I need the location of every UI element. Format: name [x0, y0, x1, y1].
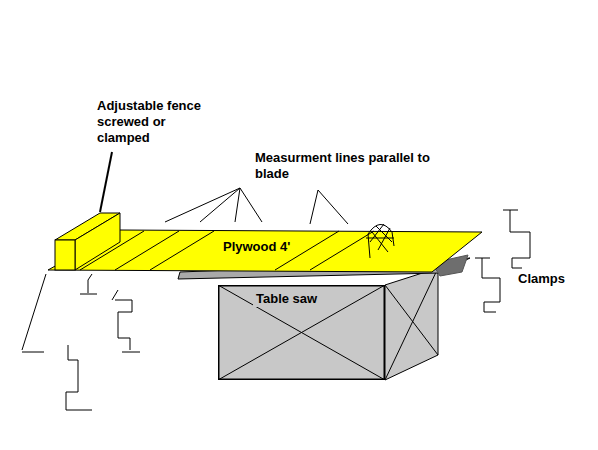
saw-side-cross [385, 268, 438, 380]
node-label: Table saw [253, 291, 320, 307]
leader-line [235, 188, 240, 222]
saw-cross [218, 285, 385, 380]
leader-line [310, 190, 318, 224]
fence [55, 213, 120, 270]
leader-line [200, 188, 240, 222]
clamp [66, 345, 92, 410]
saw-cross [218, 285, 385, 380]
leader-line [100, 152, 112, 212]
measurement-line [310, 231, 374, 270]
leader-line [22, 274, 46, 352]
saw-side [385, 268, 438, 380]
leader-line [318, 190, 348, 224]
callout-label: Measurment lines parallel to blade [255, 150, 437, 182]
node-label: Plywood 4' [220, 239, 293, 255]
clamp [475, 258, 500, 312]
clamp [112, 290, 140, 352]
clamp [503, 210, 530, 268]
leader-line [240, 188, 262, 222]
measurement-line [150, 231, 214, 270]
clamp-label: Clamps [518, 271, 565, 287]
saw-side-cross [385, 285, 438, 355]
saw-front-face [219, 286, 385, 380]
table-saw-box: Table saw [218, 285, 385, 380]
leader-line [165, 188, 240, 222]
plywood-sheet: Plywood 4' [48, 212, 482, 274]
leader-line [88, 274, 92, 280]
measurement-line [115, 231, 179, 270]
clamp [80, 280, 97, 294]
callout-label: Adjustable fence screwed or clamped [97, 98, 219, 146]
saw-blade [366, 224, 394, 258]
